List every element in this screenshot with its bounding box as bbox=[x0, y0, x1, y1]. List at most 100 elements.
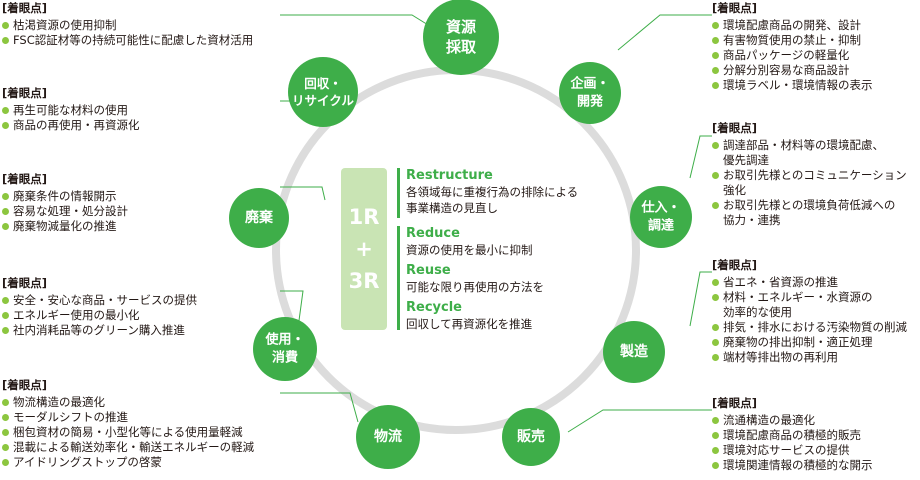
item-text: 環境配慮商品の積極的販売 bbox=[723, 428, 861, 442]
restructure-bar bbox=[397, 168, 400, 218]
panel-title: [着眼点] bbox=[2, 378, 48, 392]
reuse-block: Reuse 可能な限り再使用の方法を bbox=[406, 263, 544, 295]
panel-title: [着眼点] bbox=[712, 1, 758, 15]
item-text: 梱包資材の簡易・小型化等による使用量軽減 bbox=[13, 425, 243, 439]
item-text: エネルギー使用の最小化 bbox=[13, 308, 140, 322]
node-use-consumption: 使用・消費 bbox=[253, 317, 317, 381]
item-text: 廃棄物減量化の推進 bbox=[13, 219, 117, 233]
item-text: 枯渇資源の使用抑制 bbox=[13, 18, 117, 32]
node-disposal: 廃棄 bbox=[229, 188, 289, 248]
list-item: お取引先様とのコミュニケーション 強化 bbox=[712, 168, 907, 198]
recycle-desc: 回収して再資源化を推進 bbox=[406, 317, 533, 331]
leader-line bbox=[280, 186, 326, 201]
node-label: 廃棄 bbox=[245, 209, 274, 226]
item-text: モーダルシフトの推進 bbox=[13, 410, 128, 424]
list-item: 分解分別容易な商品設計 bbox=[712, 63, 873, 78]
leader-line bbox=[280, 14, 434, 29]
node-circle bbox=[356, 405, 420, 469]
reduce-title: Reduce bbox=[406, 226, 460, 241]
panel-title: [着眼点] bbox=[712, 258, 758, 272]
reuse-title: Reuse bbox=[406, 263, 451, 278]
list-item: 排気・排水における汚染物質の削減 bbox=[712, 320, 907, 335]
restructure-title: Restructure bbox=[406, 168, 493, 183]
item-text: 協力・連携 bbox=[723, 213, 781, 227]
panel-disposal: [着眼点] 廃棄条件の情報開示 容易な処理・処分設計 廃棄物減量化の推進 bbox=[2, 172, 128, 234]
panel-title: [着眼点] bbox=[2, 1, 48, 15]
node-circle bbox=[253, 317, 317, 381]
node-collection-recycle: 回収・リサイクル bbox=[288, 57, 358, 127]
item-text: 排気・排水における汚染物質の削減 bbox=[723, 320, 907, 334]
list-item: 梱包資材の簡易・小型化等による使用量軽減 bbox=[2, 425, 254, 440]
node-circle bbox=[423, 0, 499, 75]
list-item: 商品の再使用・再資源化 bbox=[2, 118, 140, 133]
list-item: 商品パッケージの軽量化 bbox=[712, 48, 873, 63]
item-text: 調達部品・材料等の環境配慮、 bbox=[723, 138, 884, 152]
1r-3r-box: 1R + 3R bbox=[341, 168, 387, 330]
node-circle bbox=[603, 321, 665, 383]
node-label: 開発 bbox=[577, 93, 604, 109]
list-item: 枯渇資源の使用抑制 bbox=[2, 18, 253, 33]
item-text: 分解分別容易な商品設計 bbox=[723, 63, 850, 77]
list-item: 材料・エネルギー・水資源の 効率的な使用 bbox=[712, 290, 907, 320]
item-text: 安全・安心な商品・サービスの提供 bbox=[13, 293, 197, 307]
item-text: FSC認証材等の持続可能性に配慮した資材活用 bbox=[13, 33, 254, 47]
item-text: 物流構造の最適化 bbox=[13, 395, 105, 409]
list-item: 環境関連情報の積極的な開示 bbox=[712, 458, 873, 473]
panel-logistics: [着眼点] 物流構造の最適化 モーダルシフトの推進 梱包資材の簡易・小型化等によ… bbox=[2, 378, 254, 470]
recycle-block: Recycle 回収して再資源化を推進 bbox=[406, 300, 532, 332]
list-item: 環境配慮商品の開発、設計 bbox=[712, 18, 873, 33]
item-text: 容易な処理・処分設計 bbox=[13, 204, 128, 218]
item-text: 有害物質使用の禁止・抑制 bbox=[723, 33, 861, 47]
node-label: 消費 bbox=[272, 349, 298, 365]
item-text: アイドリングストップの啓蒙 bbox=[13, 455, 162, 469]
node-procurement: 仕入・調達 bbox=[630, 186, 692, 248]
restructure-block: Restructure 各領域毎に重複行為の排除による 事業構造の見直し bbox=[406, 168, 578, 216]
list-item: 廃棄物の排出抑制・適正処理 bbox=[712, 335, 907, 350]
list-item: モーダルシフトの推進 bbox=[2, 410, 254, 425]
item-text: 効率的な使用 bbox=[723, 305, 792, 319]
panel-resource-extraction: [着眼点] 枯渇資源の使用抑制 FSC認証材等の持続可能性に配慮した資材活用 bbox=[2, 1, 253, 48]
list-item: FSC認証材等の持続可能性に配慮した資材活用 bbox=[2, 33, 253, 48]
item-text: 廃棄物の排出抑制・適正処理 bbox=[723, 335, 873, 349]
reuse-desc: 可能な限り再使用の方法を bbox=[406, 280, 544, 294]
item-text: 商品パッケージの軽量化 bbox=[723, 48, 850, 62]
panel-planning: [着眼点] 環境配慮商品の開発、設計 有害物質使用の禁止・抑制 商品パッケージの… bbox=[712, 1, 873, 93]
3r-bar bbox=[397, 226, 400, 330]
list-item: 端材等排出物の再利用 bbox=[712, 350, 907, 365]
node-circle bbox=[502, 408, 560, 466]
list-item: 廃棄物減量化の推進 bbox=[2, 219, 128, 234]
node-label: リサイクル bbox=[292, 93, 354, 108]
item-text: お取引先様とのコミュニケーション bbox=[723, 168, 907, 182]
item-text: 社内消耗品等のグリーン購入推進 bbox=[13, 323, 185, 337]
item-text: 流通構造の最適化 bbox=[723, 413, 815, 427]
list-item: 再生可能な材料の使用 bbox=[2, 103, 140, 118]
recycle-title: Recycle bbox=[406, 300, 462, 315]
item-text: 再生可能な材料の使用 bbox=[13, 103, 128, 117]
panel-title: [着眼点] bbox=[2, 172, 48, 186]
node-label: 回収・ bbox=[304, 76, 342, 91]
list-item: 流通構造の最適化 bbox=[712, 413, 873, 428]
restructure-desc-1: 各領域毎に重複行為の排除による bbox=[406, 185, 579, 199]
node-label: 調達 bbox=[648, 217, 674, 233]
list-item: 環境配慮商品の積極的販売 bbox=[712, 428, 873, 443]
node-manufacturing: 製造 bbox=[603, 321, 665, 383]
node-label: 使用・ bbox=[264, 332, 304, 348]
panel-title: [着眼点] bbox=[2, 86, 48, 100]
list-item: 物流構造の最適化 bbox=[2, 395, 254, 410]
node-circle bbox=[559, 62, 621, 124]
list-item: 廃棄条件の情報開示 bbox=[2, 189, 128, 204]
list-item: 混載による輸送効率化・輸送エネルギーの軽減 bbox=[2, 440, 254, 455]
panel-sales: [着眼点] 流通構造の最適化 環境配慮商品の積極的販売 環境対応サービスの提供 … bbox=[712, 396, 873, 473]
list-item: アイドリングストップの啓蒙 bbox=[2, 455, 254, 470]
leader-line bbox=[617, 14, 712, 51]
item-text: お取引先様との環境負荷低減への bbox=[723, 198, 896, 212]
panel-procurement: [着眼点] 調達部品・材料等の環境配慮、 優先調達 お取引先様とのコミュニケーシ… bbox=[712, 121, 907, 228]
item-text: 材料・エネルギー・水資源の bbox=[723, 290, 873, 304]
node-label: 物流 bbox=[374, 428, 402, 445]
item-text: 環境配慮商品の開発、設計 bbox=[723, 18, 861, 32]
box-1r: 1R bbox=[348, 205, 380, 229]
node-circle bbox=[630, 186, 692, 248]
